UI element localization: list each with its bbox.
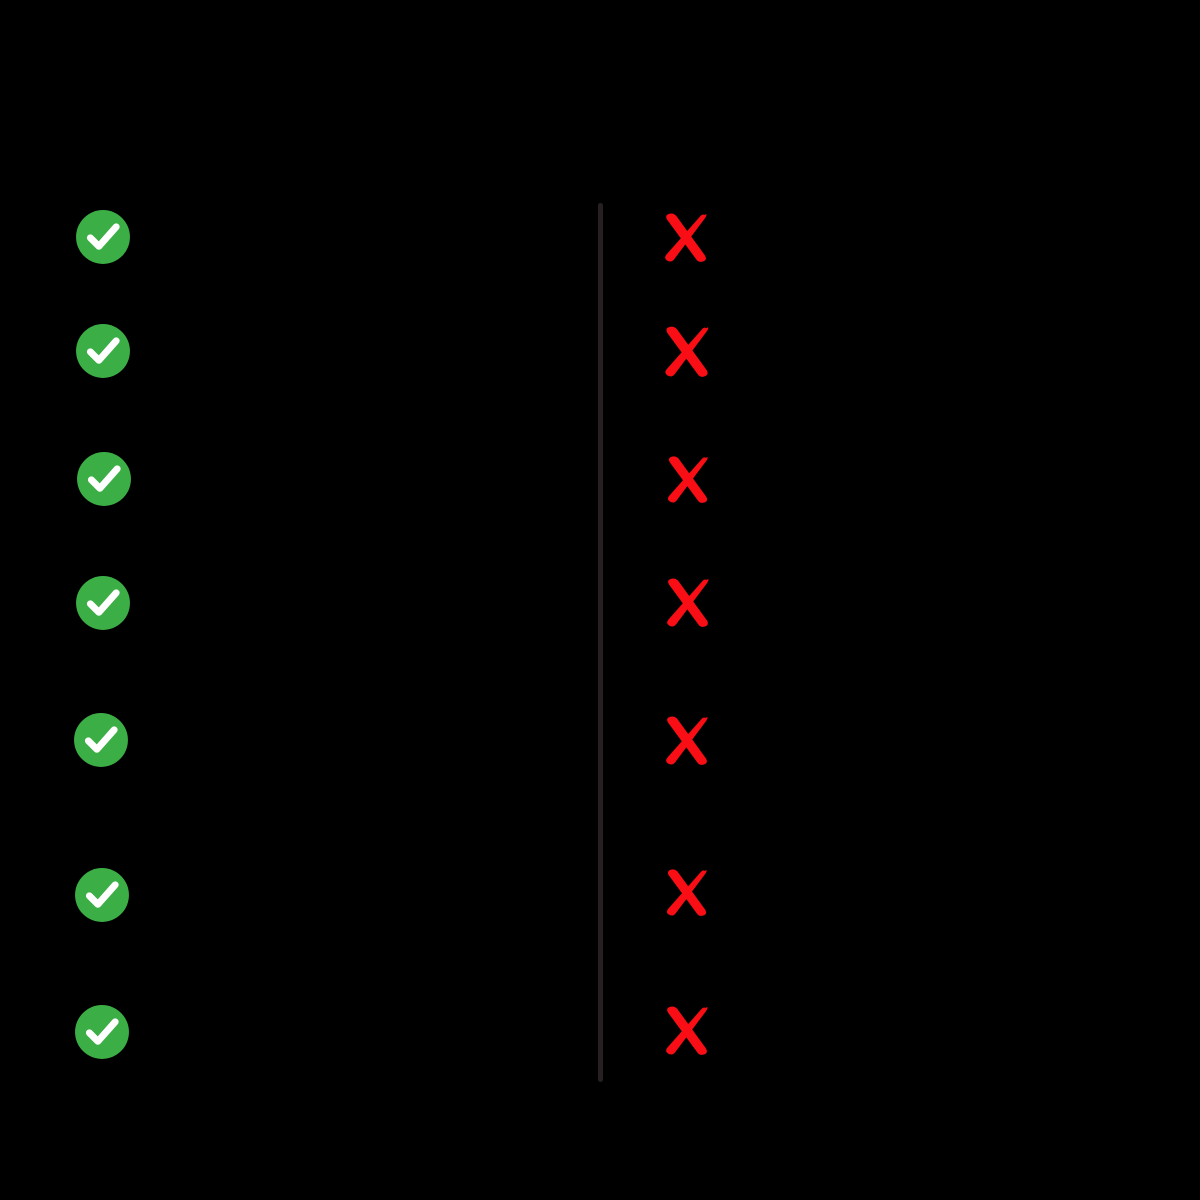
check-circle-icon[interactable]: [76, 210, 131, 265]
cross-mark-icon[interactable]: [663, 866, 711, 919]
check-circle-icon[interactable]: [75, 868, 130, 923]
cross-mark-icon[interactable]: [662, 713, 712, 768]
cross-mark-icon[interactable]: [661, 323, 713, 380]
cross-mark-icon[interactable]: [663, 575, 713, 630]
check-circle-icon[interactable]: [77, 452, 132, 507]
check-circle-icon[interactable]: [76, 324, 131, 379]
cross-mark-icon[interactable]: [662, 1003, 712, 1058]
check-circle-icon[interactable]: [75, 1005, 130, 1060]
vertical-divider-line: [597, 203, 603, 1082]
check-circle-icon[interactable]: [76, 576, 131, 631]
check-circle-icon[interactable]: [74, 713, 129, 768]
cross-mark-icon[interactable]: [661, 210, 711, 265]
cross-mark-icon[interactable]: [664, 453, 712, 506]
